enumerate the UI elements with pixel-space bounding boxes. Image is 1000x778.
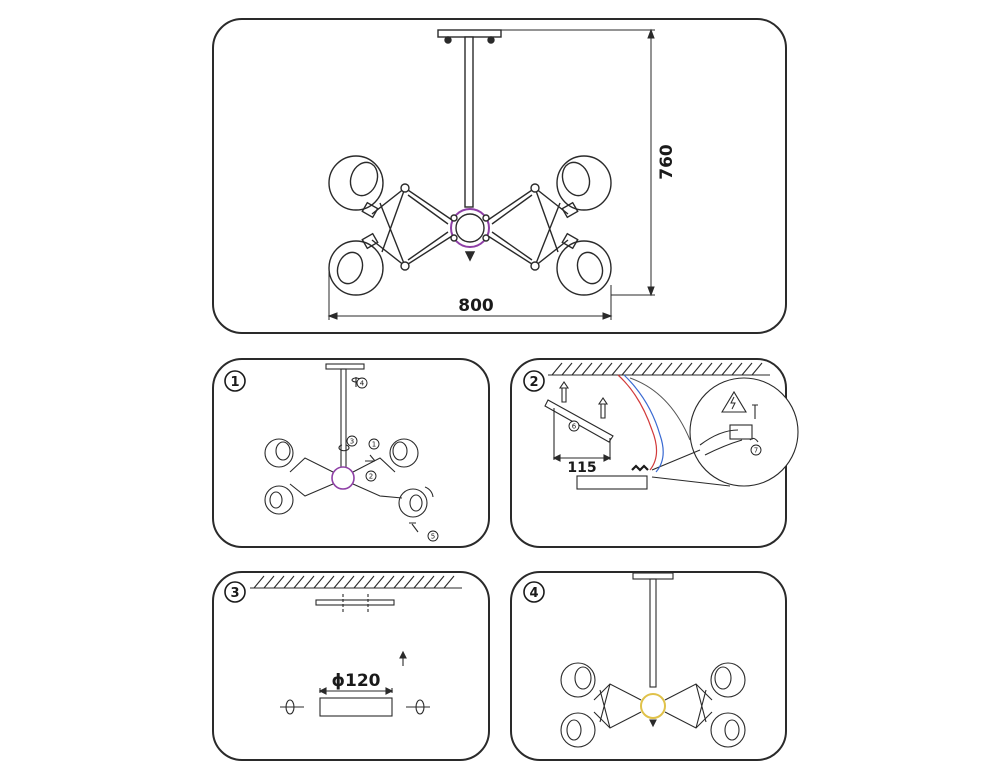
- height-dimension-label: 760: [657, 144, 677, 180]
- marker-1: 1: [372, 441, 376, 449]
- marker-3: 3: [350, 438, 354, 446]
- suspension-rod: [464, 36, 474, 208]
- step-4-number: 4: [529, 586, 538, 601]
- marker-7: 7: [754, 447, 758, 455]
- step-1-number: 1: [230, 375, 239, 390]
- width-dimension-label: 800: [458, 296, 494, 316]
- canopy-diameter-label: ϕ120: [331, 671, 380, 691]
- marker-5: 5: [431, 533, 435, 541]
- glass-shade: [328, 155, 384, 211]
- step-2-number: 2: [529, 375, 538, 390]
- main-dimension-panel: [212, 18, 787, 334]
- marker-6: 6: [572, 423, 577, 431]
- step-1-panel: [212, 358, 490, 548]
- step-4-panel: [510, 571, 787, 761]
- step-3-number: 3: [230, 586, 239, 601]
- marker-2: 2: [369, 473, 373, 481]
- marker-4: 4: [360, 380, 365, 388]
- glass-shade: [328, 240, 384, 296]
- bracket-spacing-label: 115: [567, 460, 596, 476]
- glass-shade: [556, 240, 612, 296]
- glass-shade: [556, 155, 612, 211]
